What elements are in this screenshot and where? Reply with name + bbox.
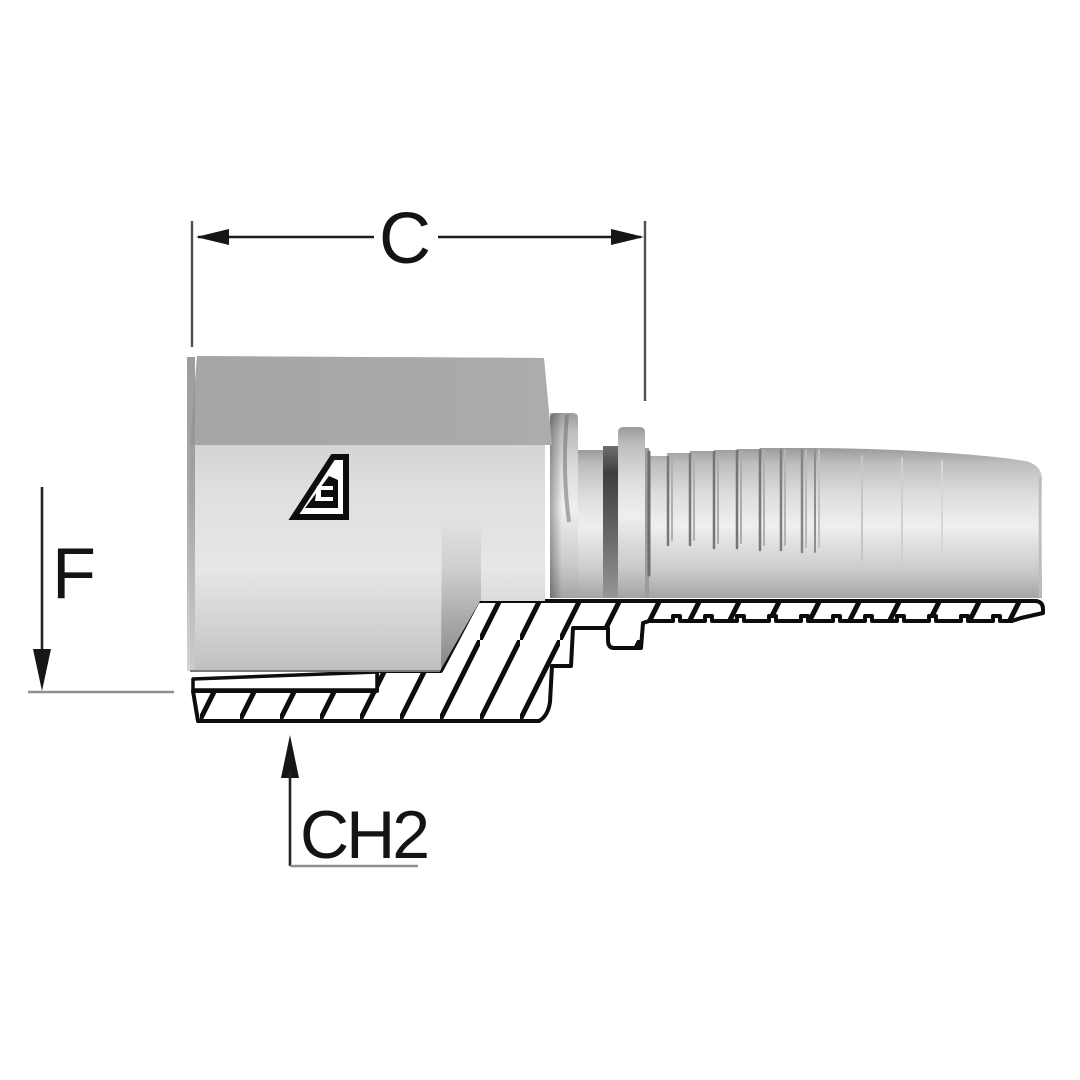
dimension-ch2: CH2 (281, 735, 430, 873)
hose-stop-collar (618, 427, 645, 598)
barb-grooves (647, 448, 1042, 598)
c-arrowhead-right (611, 229, 644, 245)
hex-nut-corner-shadow (441, 518, 481, 670)
c-dim-label: C (379, 199, 429, 279)
section-hatch-fill (193, 601, 1043, 721)
thread-groove (578, 450, 603, 598)
collar-step (645, 448, 649, 598)
section-cut (191, 599, 1045, 723)
shoulder-shadow (550, 413, 562, 598)
deep-groove-gap (603, 446, 618, 598)
dimension-f: F (28, 487, 174, 694)
nut-skirt-strip (191, 670, 379, 692)
hose-stem (649, 448, 1042, 598)
c-arrowhead-left (196, 229, 229, 245)
hex-nut-top-sheen (190, 356, 552, 445)
ch2-arrowhead-up (281, 735, 299, 778)
shoulder-shade-streak (562, 414, 571, 523)
ch2-dim-label: CH2 (300, 797, 427, 873)
f-dim-label: F (52, 534, 94, 614)
fitting-body (550, 413, 1042, 598)
f-arrowhead-down (33, 649, 51, 691)
brand-logo-icon (288, 454, 349, 520)
hex-nut (187, 356, 552, 672)
hex-nut-left-edge (187, 357, 195, 671)
dimension-c: C (190, 199, 647, 401)
